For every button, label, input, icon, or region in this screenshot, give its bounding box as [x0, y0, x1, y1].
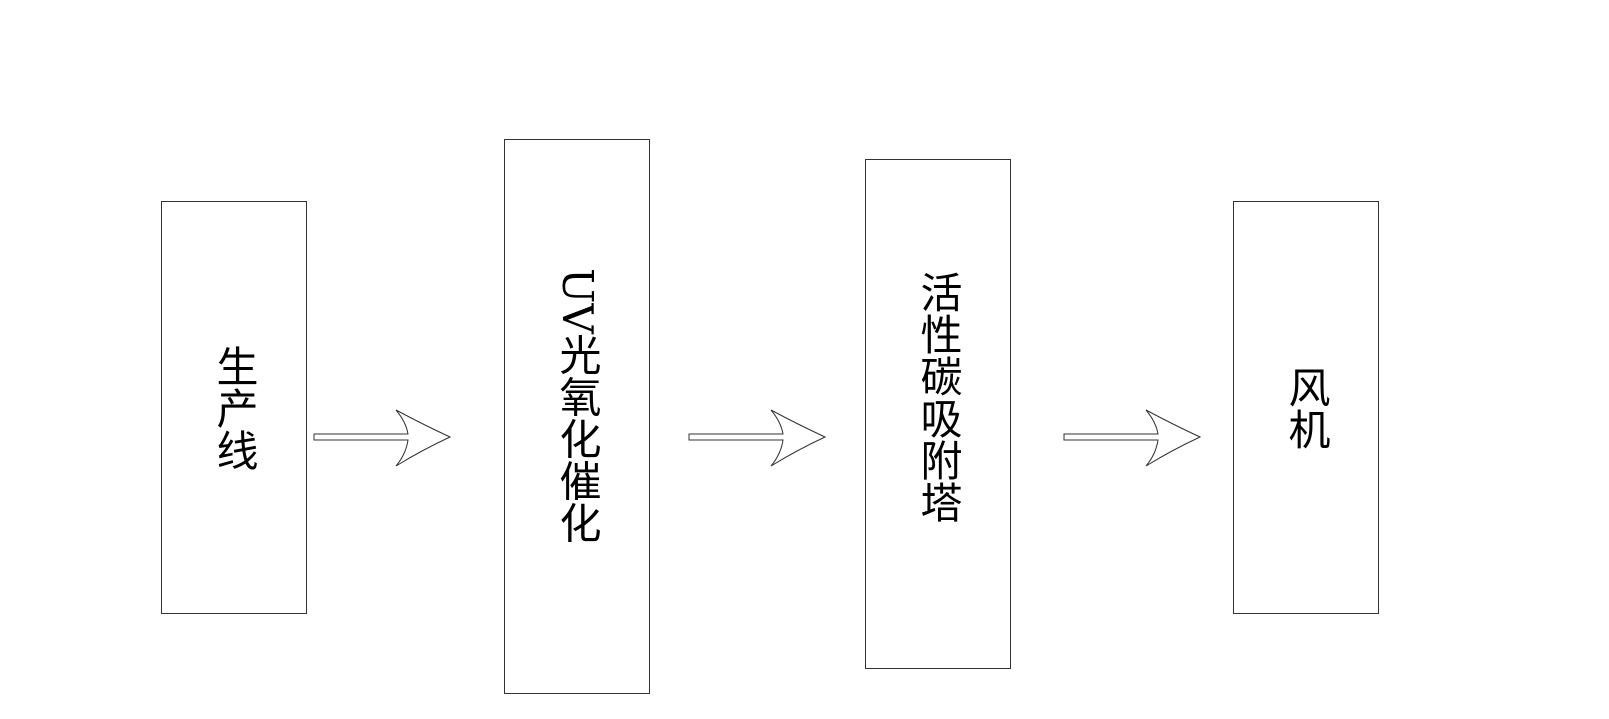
flow-arrow-2: [688, 409, 827, 467]
node-fan-label: 风机: [1282, 365, 1331, 450]
node-activated-carbon-tower-label: 活性碳吸附塔: [914, 271, 963, 523]
node-activated-carbon-tower: 活性碳吸附塔: [865, 159, 1011, 669]
flow-arrow-1: [313, 409, 452, 467]
node-uv-photocatalysis-label: UV光氧化催化: [553, 268, 602, 544]
node-production-line: 生产线: [161, 201, 307, 614]
node-uv-photocatalysis: UV光氧化催化: [504, 139, 650, 694]
flow-arrow-3: [1063, 409, 1202, 467]
node-fan: 风机: [1233, 201, 1379, 614]
node-production-line-label: 生产线: [210, 344, 259, 471]
